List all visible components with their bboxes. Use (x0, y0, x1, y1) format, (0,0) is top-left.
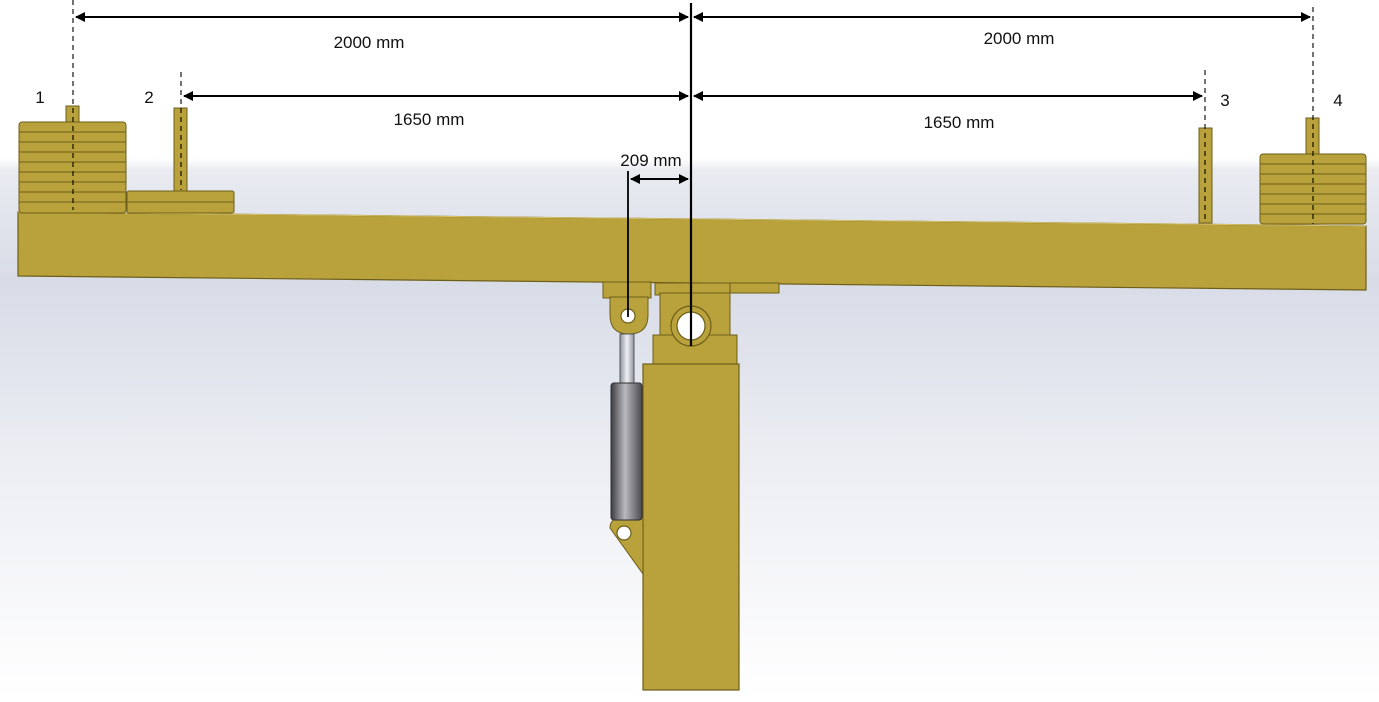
cylinder-top-clevis (609, 296, 649, 335)
weight-stack-2 (126, 107, 235, 214)
position-label-4: 4 (1333, 91, 1342, 110)
hydraulic-cylinder (610, 333, 643, 521)
pivot-housing (652, 292, 738, 366)
pedestal-column (642, 363, 740, 691)
position-label-1: 1 (35, 88, 44, 107)
weight-stack-1 (18, 105, 127, 214)
dim-label-top-left: 2000 mm (334, 33, 405, 52)
dimension-lines (72, 0, 1314, 346)
dim-label-offset: 209 mm (620, 151, 681, 170)
dim-label-mid-left: 1650 mm (394, 110, 465, 129)
dim-label-mid-right: 1650 mm (924, 113, 995, 132)
piston-rod (619, 333, 635, 387)
cylinder-barrel (610, 382, 643, 521)
dim-label-top-right: 2000 mm (984, 29, 1055, 48)
position-label-2: 2 (144, 88, 153, 107)
position-label-3: 3 (1220, 91, 1229, 110)
mount-plates (602, 281, 780, 299)
